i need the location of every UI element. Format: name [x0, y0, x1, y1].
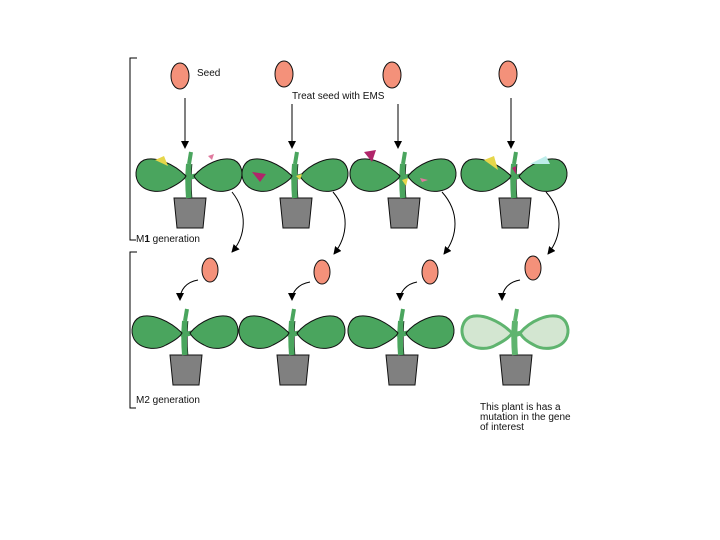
m1-plant-4 [461, 152, 567, 229]
seed-1 [170, 62, 190, 90]
m1-plant-3 [350, 150, 456, 229]
m2-seed-3 [421, 259, 439, 285]
m1-plant-1 [136, 152, 242, 229]
small-arrow-3 [396, 281, 418, 301]
m2-plant-1 [132, 309, 238, 386]
m2-seed-1 [201, 257, 219, 283]
seed-3 [382, 61, 402, 89]
m2-seed-2 [313, 259, 331, 285]
mutant-note-line-2: mutation in the gene [480, 412, 571, 423]
seed-2 [274, 60, 294, 88]
curve-arrow-1 [231, 191, 244, 253]
m2-seed-4 [524, 255, 542, 281]
mutant-note-line-3: of interest [480, 422, 524, 433]
small-arrow-2 [288, 281, 311, 301]
m2-plant-3 [348, 309, 454, 386]
small-arrow-1 [176, 279, 199, 301]
m1-bracket [129, 57, 137, 241]
m1-plant-2 [242, 152, 348, 229]
treat-label: Treat seed with EMS [292, 91, 385, 102]
mutant-note-line-1: This plant is has a [480, 402, 561, 413]
small-arrow-4 [498, 279, 521, 301]
curve-arrow-3 [441, 191, 456, 255]
curve-arrow-2 [332, 191, 346, 255]
m2-bracket [129, 251, 137, 409]
seed-label: Seed [197, 68, 220, 79]
m2-plant-2 [239, 309, 345, 386]
m1-generation-label: M1 generation [136, 234, 200, 245]
curve-arrow-4 [545, 191, 560, 255]
seed-4 [498, 60, 518, 88]
m2-generation-label: M2 generation [136, 395, 200, 406]
m2-plant-mutant [462, 309, 568, 386]
